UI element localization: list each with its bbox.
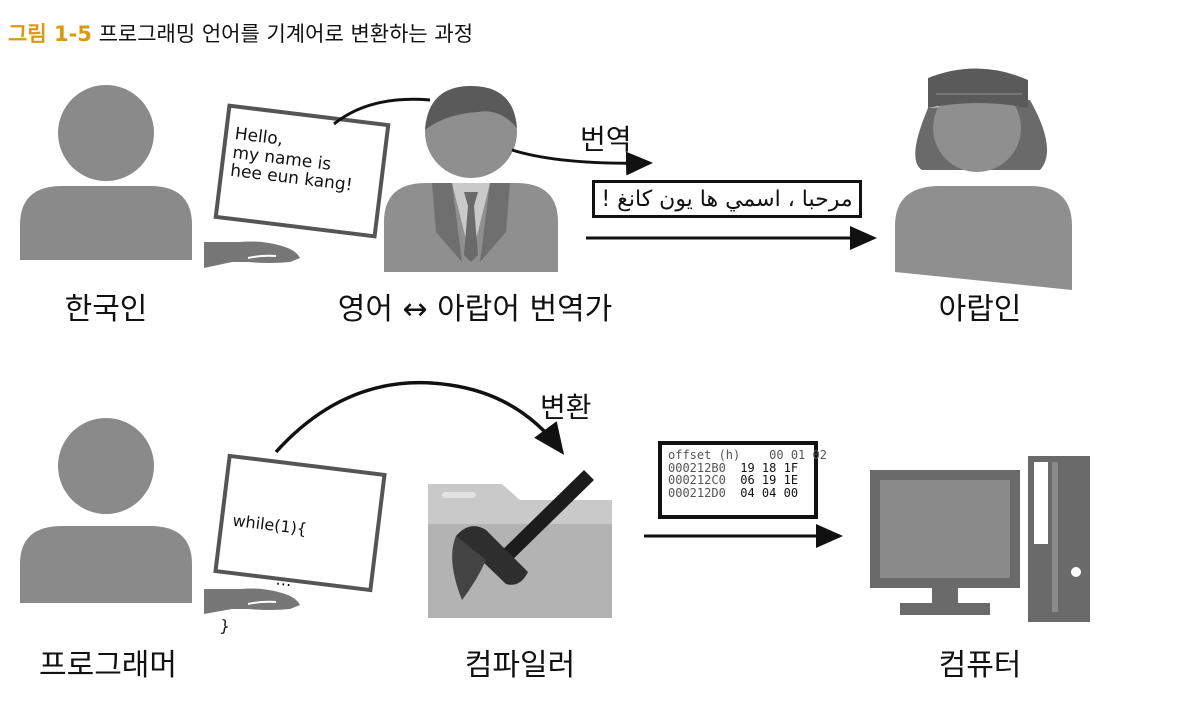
programmer-label: 프로그래머 — [39, 648, 177, 683]
machine-code-box: offset (h) 00 01 02 000212B0 19 18 1F 00… — [658, 441, 827, 519]
figure-title: 프로그래밍 언어를 기계어로 변환하는 과정 — [98, 22, 474, 46]
figure-caption: 그림 1-5 프로그래밍 언어를 기계어로 변환하는 과정 — [8, 18, 473, 48]
hammer-icon — [452, 470, 594, 600]
translate-curve-arrow — [511, 148, 653, 176]
korean-person-icon — [20, 85, 192, 260]
arabic-text: مرحبا ، اسمي ها يون كانغ ! — [601, 186, 853, 212]
arabic-translation-box: مرحبا ، اسمي ها يون كانغ ! — [592, 180, 862, 218]
programmer-person-icon — [20, 418, 192, 603]
computer-label: 컴퓨터 — [938, 648, 1022, 683]
code-line-3: } — [218, 615, 232, 636]
korean-label: 한국인 — [64, 292, 148, 327]
compiler-label: 컴파일러 — [464, 648, 576, 683]
convert-label: 변환 — [540, 391, 592, 424]
code-line-1: while(1){ — [231, 510, 309, 539]
translate-label: 번역 — [580, 123, 632, 156]
hand-icon — [204, 241, 300, 268]
translator-label: 영어 ↔ 아랍어 번역가 — [337, 292, 613, 327]
programmer-hand-icon — [204, 588, 300, 614]
monitor-icon — [870, 470, 1020, 615]
tower-icon — [1028, 456, 1090, 622]
message-note-paper — [213, 103, 391, 239]
code-line-2: … — [274, 569, 293, 591]
convert-curve-arrow — [274, 380, 565, 455]
figure-number: 그림 1-5 — [8, 22, 92, 46]
note-to-translator-curve — [333, 97, 431, 126]
arab-label: 아랍인 — [938, 292, 1022, 327]
hex-row: 000212C0 06 19 1E — [668, 473, 799, 488]
arab-person-icon — [895, 68, 1072, 290]
code-note-paper — [213, 453, 387, 593]
hex-row: 000212B0 19 18 1F — [668, 460, 799, 475]
hex-header-row: offset (h) 00 01 02 — [668, 448, 827, 462]
translator-person-icon — [384, 86, 558, 272]
hex-row: 000212D0 04 04 00 — [668, 485, 799, 500]
